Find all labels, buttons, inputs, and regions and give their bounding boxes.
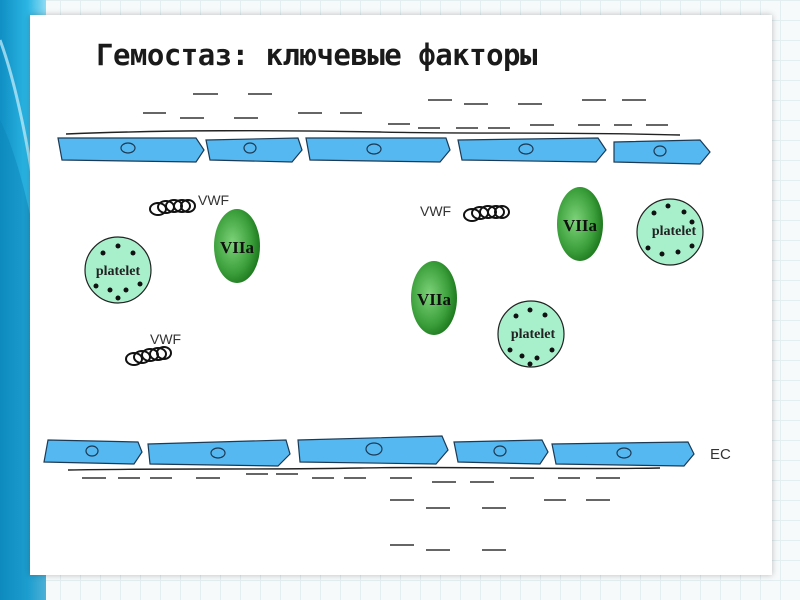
platelet-label: platelet	[96, 264, 141, 279]
platelet-label: platelet	[652, 224, 697, 239]
platelet-label: platelet	[511, 327, 556, 342]
endothelial-cell	[305, 137, 451, 163]
endothelial-cell	[613, 139, 711, 165]
viia-label: VIIa	[563, 216, 598, 235]
slide-title: Гемостаз: ключевые факторы	[96, 38, 537, 72]
cell-nucleus	[493, 445, 507, 457]
lower-basement-membrane	[67, 466, 661, 471]
upper-basement-membrane	[65, 129, 681, 136]
endothelial-cell	[147, 439, 291, 467]
vwf-label: VWF	[150, 331, 181, 347]
endothelial-cell	[551, 441, 695, 467]
factor-viia: VIIa	[214, 209, 260, 283]
cell-nucleus	[616, 447, 632, 459]
upper-tissue-dashes	[143, 93, 668, 129]
cell-nucleus	[243, 142, 257, 154]
endothelial-cell-label: EC	[710, 446, 731, 463]
cell-nucleus	[366, 143, 382, 155]
cell-nucleus	[120, 142, 136, 154]
platelet: platelet	[84, 236, 152, 304]
endothelial-cell	[43, 439, 143, 465]
endothelial-cell	[57, 137, 205, 163]
platelet: platelet	[497, 300, 565, 368]
vwf-coil	[463, 205, 510, 222]
cell-nucleus	[518, 143, 534, 155]
factor-viia: VIIa	[557, 187, 603, 261]
cell-nucleus	[653, 145, 667, 157]
vwf-label: VWF	[198, 192, 229, 208]
platelet: platelet	[636, 198, 704, 266]
vwf-coil	[149, 199, 196, 216]
endothelial-cell	[453, 439, 549, 465]
upper-endothelium	[57, 137, 711, 165]
cell-nucleus	[365, 442, 383, 456]
vwf-label: VWF	[420, 203, 451, 219]
cell-nucleus	[85, 445, 99, 457]
lower-endothelium	[43, 435, 695, 467]
viia-label: VIIa	[417, 290, 452, 309]
viia-label: VIIa	[220, 238, 255, 257]
lower-tissue-dashes	[82, 473, 620, 551]
vwf-coil	[125, 346, 172, 366]
cell-nucleus	[210, 447, 226, 459]
endothelial-cell	[205, 137, 303, 163]
slide	[30, 15, 772, 575]
factor-viia: VIIa	[411, 261, 457, 335]
endothelial-cell	[297, 435, 449, 465]
endothelial-cell	[457, 137, 607, 163]
